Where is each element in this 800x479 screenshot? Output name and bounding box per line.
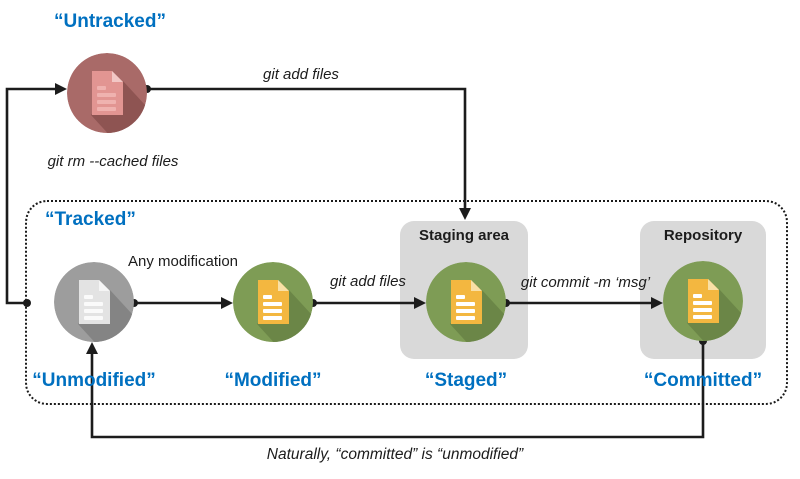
label-tracked: “Tracked” xyxy=(45,209,136,230)
arrowhead-into-unmodified xyxy=(86,342,98,354)
dot-rm-start xyxy=(23,299,31,307)
label-staged: “Staged” xyxy=(424,370,508,391)
node-unmodified xyxy=(54,262,134,342)
arrowhead-into-staged xyxy=(414,297,426,309)
document-icon xyxy=(233,262,313,342)
node-staged xyxy=(426,262,506,342)
arrowhead-into-modified xyxy=(221,297,233,309)
node-untracked xyxy=(67,53,147,133)
repository-title: Repository xyxy=(663,227,743,244)
edge-label-git-commit: git commit -m ‘msg’ xyxy=(520,274,651,291)
edge-label-any-modification: Any modification xyxy=(127,253,239,270)
staging-area-title: Staging area xyxy=(418,227,510,244)
edge-add-top-line xyxy=(147,87,467,208)
label-modified: “Modified” xyxy=(224,370,322,391)
edge-note-line xyxy=(90,341,705,439)
edge-rm-cached-line xyxy=(5,87,55,305)
document-icon xyxy=(663,261,743,341)
arrowhead-into-staging xyxy=(459,208,471,220)
node-committed xyxy=(663,261,743,341)
edge-label-naturally-note: Naturally, “committed” is “unmodified” xyxy=(266,446,524,463)
node-modified xyxy=(233,262,313,342)
document-icon xyxy=(54,262,134,342)
label-untracked: “Untracked” xyxy=(54,11,166,32)
document-icon xyxy=(67,53,147,133)
arrowhead-into-committed xyxy=(651,297,663,309)
label-unmodified: “Unmodified” xyxy=(32,370,156,391)
arrowhead-into-untracked xyxy=(55,83,67,95)
label-committed: “Committed” xyxy=(643,370,763,391)
edge-label-git-add-mid: git add files xyxy=(330,273,406,290)
edge-label-git-add-top: git add files xyxy=(263,66,339,83)
document-icon xyxy=(426,262,506,342)
edge-label-git-rm-cached: git rm --cached files xyxy=(47,153,179,170)
